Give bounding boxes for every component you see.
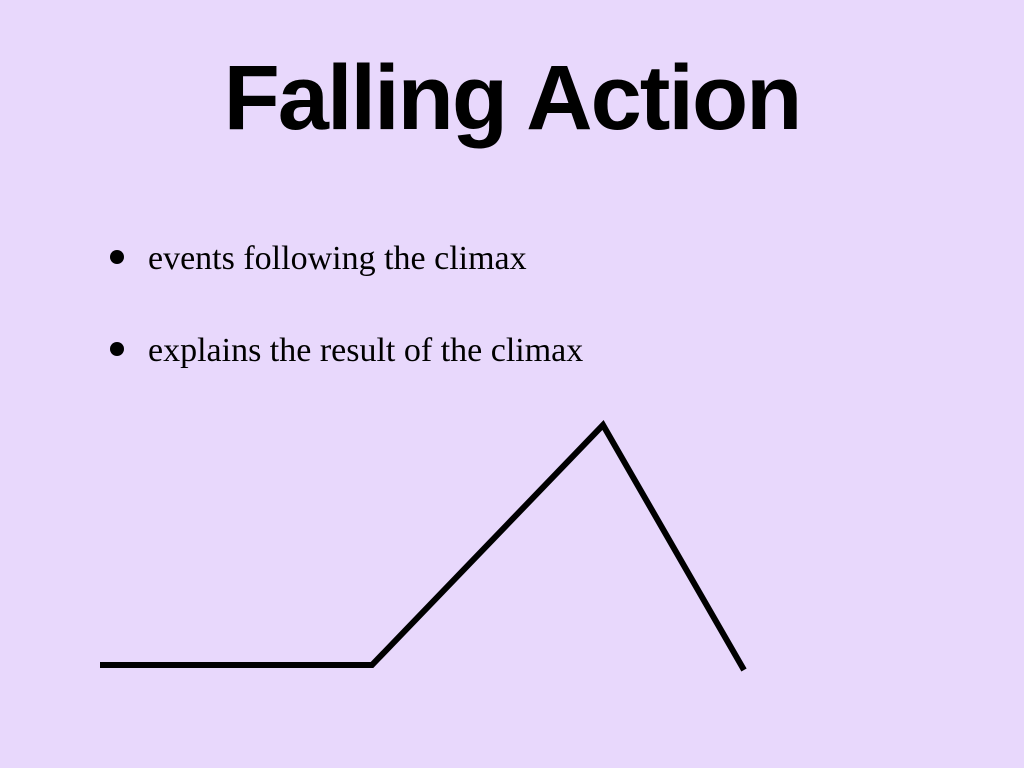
slide-title: Falling Action	[223, 47, 803, 149]
bullet-list: events following the climax explains the…	[110, 232, 583, 416]
plot-line	[100, 420, 747, 672]
bullet-dot-icon	[110, 250, 124, 264]
bullet-dot-icon	[110, 342, 124, 356]
bullet-item: events following the climax	[110, 232, 583, 286]
bullet-item: explains the result of the climax	[110, 324, 583, 378]
bullet-text: events following the climax	[148, 240, 527, 277]
bullet-text: explains the result of the climax	[148, 332, 584, 369]
